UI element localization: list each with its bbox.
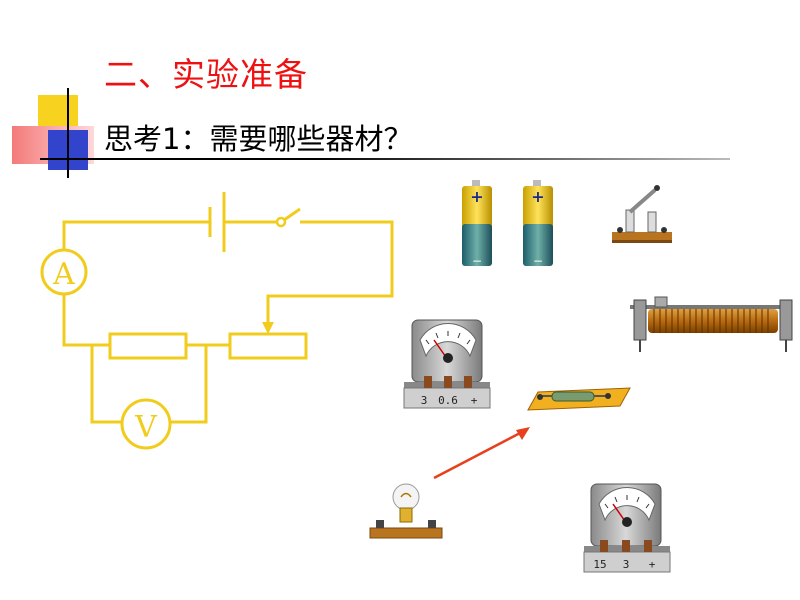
ammeter-terminal-3: +	[471, 394, 478, 407]
voltmeter-device-icon: 15 3 +	[583, 483, 671, 573]
light-bulb-icon	[369, 483, 443, 539]
battery-2-icon: + −	[523, 180, 553, 268]
section-title: 二、实验准备	[104, 55, 308, 94]
ammeter-label: A	[52, 257, 75, 292]
knife-switch-icon	[612, 185, 672, 243]
switch-blade	[283, 207, 301, 222]
sliding-rheostat-icon	[630, 296, 793, 352]
svg-text:+: +	[470, 187, 483, 206]
header-underline	[40, 158, 730, 160]
svg-text:+: +	[531, 187, 544, 206]
svg-text:−: −	[533, 254, 543, 268]
rheostat-slider-arrow	[262, 322, 274, 334]
ammeter-device-icon: 3 0.6 +	[403, 319, 491, 409]
fixed-resistor-icon	[527, 387, 631, 411]
circuit-wires	[62, 220, 394, 424]
voltmeter-symbol	[120, 398, 172, 450]
switch-pivot	[275, 216, 287, 228]
ammeter-symbol	[40, 248, 88, 296]
deco-vertical-line	[67, 88, 69, 178]
battery-1-icon: + −	[462, 180, 492, 268]
ammeter-terminal-2: 0.6	[438, 394, 458, 407]
voltmeter-label: V	[134, 410, 158, 445]
voltmeter-terminal-3: +	[649, 558, 656, 571]
voltmeter-terminal-1: 15	[593, 558, 606, 571]
resistor-symbol	[108, 332, 188, 360]
red-arrow	[433, 427, 530, 480]
ammeter-terminal-1: 3	[421, 394, 428, 407]
voltmeter-terminal-2: 3	[623, 558, 630, 571]
svg-text:−: −	[472, 254, 482, 268]
rheostat-symbol	[228, 332, 308, 360]
question-text: 思考1：需要哪些器材？	[104, 122, 413, 156]
